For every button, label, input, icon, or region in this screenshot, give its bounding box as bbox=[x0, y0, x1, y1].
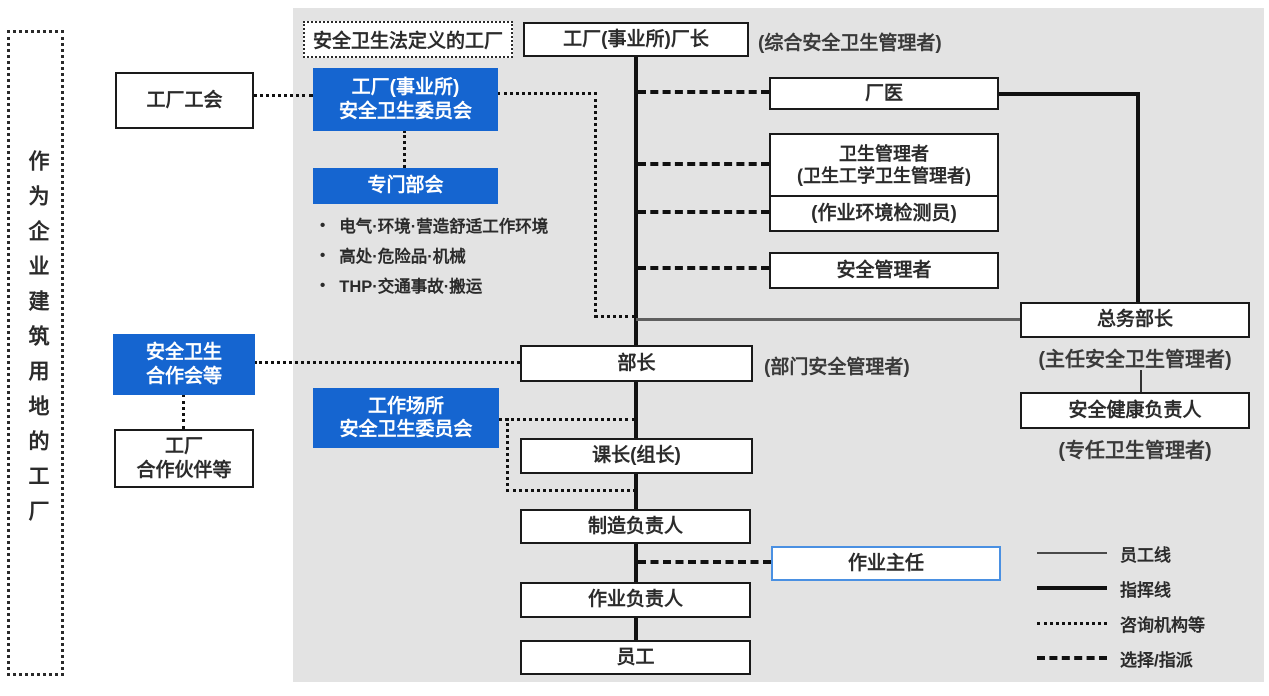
factory-partners-line1: 工厂 bbox=[164, 436, 203, 458]
workplace-safety-committee-line2: 安全卫生委员会 bbox=[339, 419, 473, 440]
general-affairs-box: 总务部长 bbox=[1020, 302, 1250, 338]
specialist-bullet-item: • THP·交通事故·搬运 bbox=[320, 273, 482, 297]
specialist-bullet-item: • 电气·环境·营造舒适工作环境 bbox=[320, 213, 548, 237]
dotted-committee-right bbox=[497, 92, 597, 95]
bullet-icon: • bbox=[320, 276, 326, 294]
legend: 员工线 指挥线 咨询机构等 选择/指派 bbox=[1037, 540, 1205, 671]
dotted-workplace-to-mainline bbox=[498, 418, 636, 421]
safety-health-officer-label: 安全健康负责人 bbox=[1068, 399, 1202, 421]
general-affairs-caption: (主任安全卫生管理者) bbox=[1038, 349, 1232, 371]
workplace-safety-committee-box: 工作场所 安全卫生委员会 bbox=[313, 388, 499, 448]
factory-partners-line2: 合作伙伴等 bbox=[136, 459, 232, 481]
dotted-workplace-bottom-to-mainline bbox=[506, 489, 636, 492]
operations-chief-label: 作业主任 bbox=[847, 552, 924, 574]
dashed-connector-doctor bbox=[638, 90, 769, 94]
legend-row-consultation: 咨询机构等 bbox=[1037, 610, 1205, 636]
factory-union-box: 工厂工会 bbox=[115, 72, 254, 129]
factory-union-label: 工厂工会 bbox=[146, 89, 223, 111]
factory-partners-box: 工厂 合作伙伴等 bbox=[114, 429, 254, 488]
specialist-bullet-label-1: 电气·环境·营造舒适工作环境 bbox=[339, 218, 549, 236]
hygiene-manager-line2: (卫生工学卫生管理者) bbox=[797, 165, 971, 186]
plant-manager-label: 工厂(事业所)厂长 bbox=[563, 28, 709, 50]
dotted-cooperation-to-partners bbox=[182, 394, 185, 429]
safety-manager-box: 安全管理者 bbox=[769, 252, 999, 289]
legend-row-employee-line: 员工线 bbox=[1037, 540, 1205, 566]
general-affairs-label: 总务部长 bbox=[1096, 309, 1173, 331]
factory-safety-committee-box: 工厂(事业所) 安全卫生委员会 bbox=[313, 68, 498, 131]
operations-chief-box: 作业主任 bbox=[771, 546, 1001, 581]
dotted-line-sample bbox=[1037, 621, 1107, 625]
plant-manager-caption: (综合安全卫生管理者) bbox=[758, 33, 942, 54]
department-head-box: 部长 bbox=[520, 345, 753, 382]
legend-label-selection: 选择/指派 bbox=[1120, 650, 1193, 670]
command-line-doctor-horizontal bbox=[997, 92, 1140, 96]
dotted-committee-to-mainline bbox=[594, 315, 636, 318]
safety-health-officer-box: 安全健康负责人 bbox=[1020, 392, 1250, 429]
legend-row-selection: 选择/指派 bbox=[1037, 645, 1205, 671]
department-head-label: 部长 bbox=[617, 352, 656, 374]
hygiene-manager-line1: 卫生管理者 bbox=[839, 143, 929, 164]
specialist-bullet-label-2: 高处·危险品·机械 bbox=[339, 248, 466, 266]
dotted-union-to-committee bbox=[253, 94, 313, 97]
plant-manager-box: 工厂(事业所)厂长 bbox=[523, 22, 749, 57]
dotted-committee-down bbox=[594, 92, 597, 318]
manufacturing-lead-label: 制造负责人 bbox=[587, 515, 683, 537]
department-head-caption: (部门安全管理者) bbox=[764, 357, 910, 378]
employee-box: 员工 bbox=[520, 640, 751, 675]
employee-line-to-general-affairs bbox=[636, 318, 1020, 321]
bullet-icon: • bbox=[320, 216, 326, 234]
dotted-workplace-down bbox=[506, 418, 509, 492]
dashed-connector-hygiene-manager bbox=[638, 162, 769, 166]
env-inspector-box: (作业环境检测员) bbox=[769, 195, 999, 232]
env-inspector-label: (作业环境检测员) bbox=[811, 202, 957, 224]
enterprise-site-dashed-region bbox=[7, 30, 64, 676]
legend-label-employee-line: 员工线 bbox=[1120, 545, 1171, 565]
operations-lead-box: 作业负责人 bbox=[520, 582, 751, 618]
dashed-connector-operations-chief bbox=[638, 560, 771, 564]
legend-label-consultation: 咨询机构等 bbox=[1120, 615, 1205, 635]
specialist-bullet-label-3: THP·交通事故·搬运 bbox=[339, 278, 483, 296]
section-chief-box: 课长(组长) bbox=[520, 438, 753, 474]
safety-cooperation-box: 安全卫生 合作会等 bbox=[113, 334, 255, 395]
factory-safety-committee-line2: 安全卫生委员会 bbox=[338, 100, 472, 122]
specialist-bullet-item: • 高处·危险品·机械 bbox=[320, 243, 466, 267]
dotted-committee-to-specialist bbox=[403, 130, 406, 168]
factory-doctor-box: 厂医 bbox=[769, 77, 999, 110]
dashed-connector-env-inspector bbox=[638, 210, 769, 214]
thin-solid-line-sample bbox=[1037, 552, 1107, 554]
bullet-icon: • bbox=[320, 246, 326, 264]
hygiene-manager-box: 卫生管理者 (卫生工学卫生管理者) bbox=[769, 133, 999, 198]
factory-doctor-label: 厂医 bbox=[864, 82, 903, 104]
line-general-affairs-to-safety-health bbox=[1140, 370, 1142, 393]
dashed-connector-safety-manager bbox=[638, 266, 769, 270]
dotted-cooperation-to-department bbox=[254, 361, 520, 364]
enterprise-site-vertical-label: 作为企业建筑用地的工厂 bbox=[26, 150, 49, 535]
safety-cooperation-line2: 合作会等 bbox=[145, 365, 222, 387]
thick-solid-line-sample bbox=[1037, 586, 1107, 590]
dashed-line-sample bbox=[1037, 656, 1107, 660]
specialist-subcommittee-label: 专门部会 bbox=[367, 175, 444, 197]
manufacturing-lead-box: 制造负责人 bbox=[520, 509, 751, 544]
legal-factory-label: 安全卫生法定义的工厂 bbox=[312, 31, 503, 52]
legal-factory-dashed-label: 安全卫生法定义的工厂 bbox=[303, 21, 513, 58]
safety-health-officer-caption: (专任卫生管理者) bbox=[1058, 440, 1212, 462]
workplace-safety-committee-line1: 工作场所 bbox=[367, 395, 444, 417]
legend-row-command-line: 指挥线 bbox=[1037, 575, 1205, 601]
safety-manager-label: 安全管理者 bbox=[836, 259, 932, 281]
operations-lead-label: 作业负责人 bbox=[587, 589, 683, 611]
legend-label-command-line: 指挥线 bbox=[1120, 580, 1171, 600]
factory-safety-committee-line1: 工厂(事业所) bbox=[351, 77, 460, 99]
safety-cooperation-line1: 安全卫生 bbox=[145, 342, 222, 364]
command-line-doctor-vertical bbox=[1136, 92, 1140, 304]
section-chief-label: 课长(组长) bbox=[592, 445, 681, 467]
employee-label: 员工 bbox=[616, 646, 655, 668]
specialist-subcommittee-box: 专门部会 bbox=[313, 168, 498, 204]
